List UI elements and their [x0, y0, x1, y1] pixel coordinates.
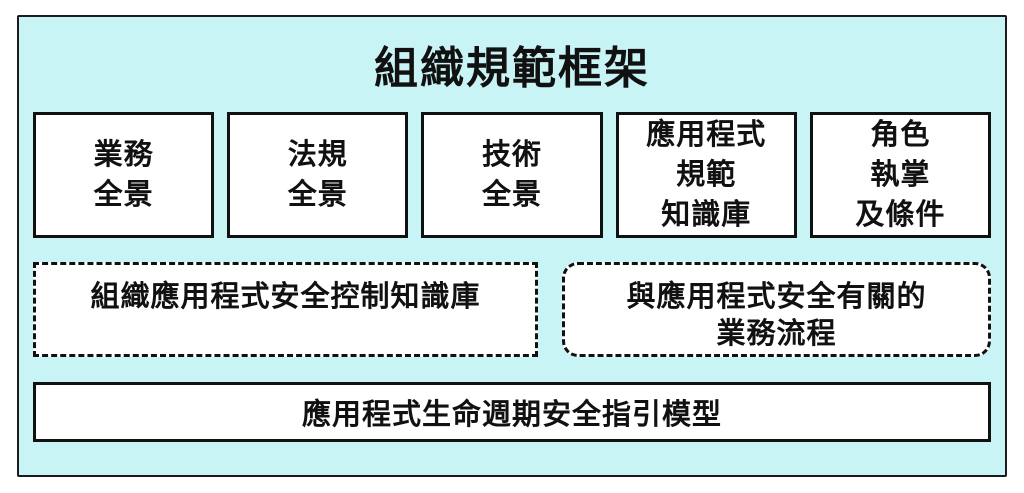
box-line: 執掌: [870, 159, 931, 191]
box-app-security-business-processes: 與應用程式安全有關的 業務流程: [562, 262, 991, 357]
box-line: 與應用程式安全有關的: [626, 281, 927, 313]
top-boxes-row: 業務 全景 法規 全景 技術 全景 應用程式 規範 知識庫 角色 執掌 及條件: [33, 112, 992, 238]
box-roles-duties-conditions: 角色 執掌 及條件: [809, 112, 992, 238]
box-org-app-security-control-kb: 組織應用程式安全控制知識庫: [33, 262, 538, 357]
box-line: 應用程式生命週期安全指引模型: [301, 399, 722, 431]
box-technology-panorama: 技術 全景: [421, 112, 603, 238]
bottom-box-row: 應用程式生命週期安全指引模型: [33, 382, 991, 442]
box-application-spec-knowledge-base: 應用程式 規範 知識庫: [615, 112, 797, 238]
box-line: 全景: [287, 179, 348, 211]
dashed-boxes-row: 組織應用程式安全控制知識庫 與應用程式安全有關的 業務流程: [33, 262, 991, 357]
box-line: 規範: [676, 159, 737, 191]
framework-panel: 組織規範框架 業務 全景 法規 全景 技術 全景 應用程式 規範 知識庫 角色 …: [17, 15, 1007, 477]
box-line: 知識庫: [661, 199, 752, 231]
box-line: 技術: [482, 139, 543, 171]
box-line: 組織應用程式安全控制知識庫: [90, 281, 481, 313]
box-line: 全景: [93, 179, 154, 211]
box-line: 及條件: [855, 199, 946, 231]
box-line: 業務流程: [716, 318, 837, 350]
box-line: 業務: [93, 139, 154, 171]
box-line: 應用程式: [646, 119, 767, 151]
box-line: 角色: [870, 119, 931, 151]
diagram-title: 組織規範框架: [374, 44, 650, 93]
box-app-lifecycle-security-guideline-model: 應用程式生命週期安全指引模型: [33, 382, 991, 442]
box-business-panorama: 業務 全景: [33, 112, 215, 238]
box-line: 全景: [482, 179, 543, 211]
box-line: 法規: [287, 139, 348, 171]
box-regulation-panorama: 法規 全景: [227, 112, 409, 238]
